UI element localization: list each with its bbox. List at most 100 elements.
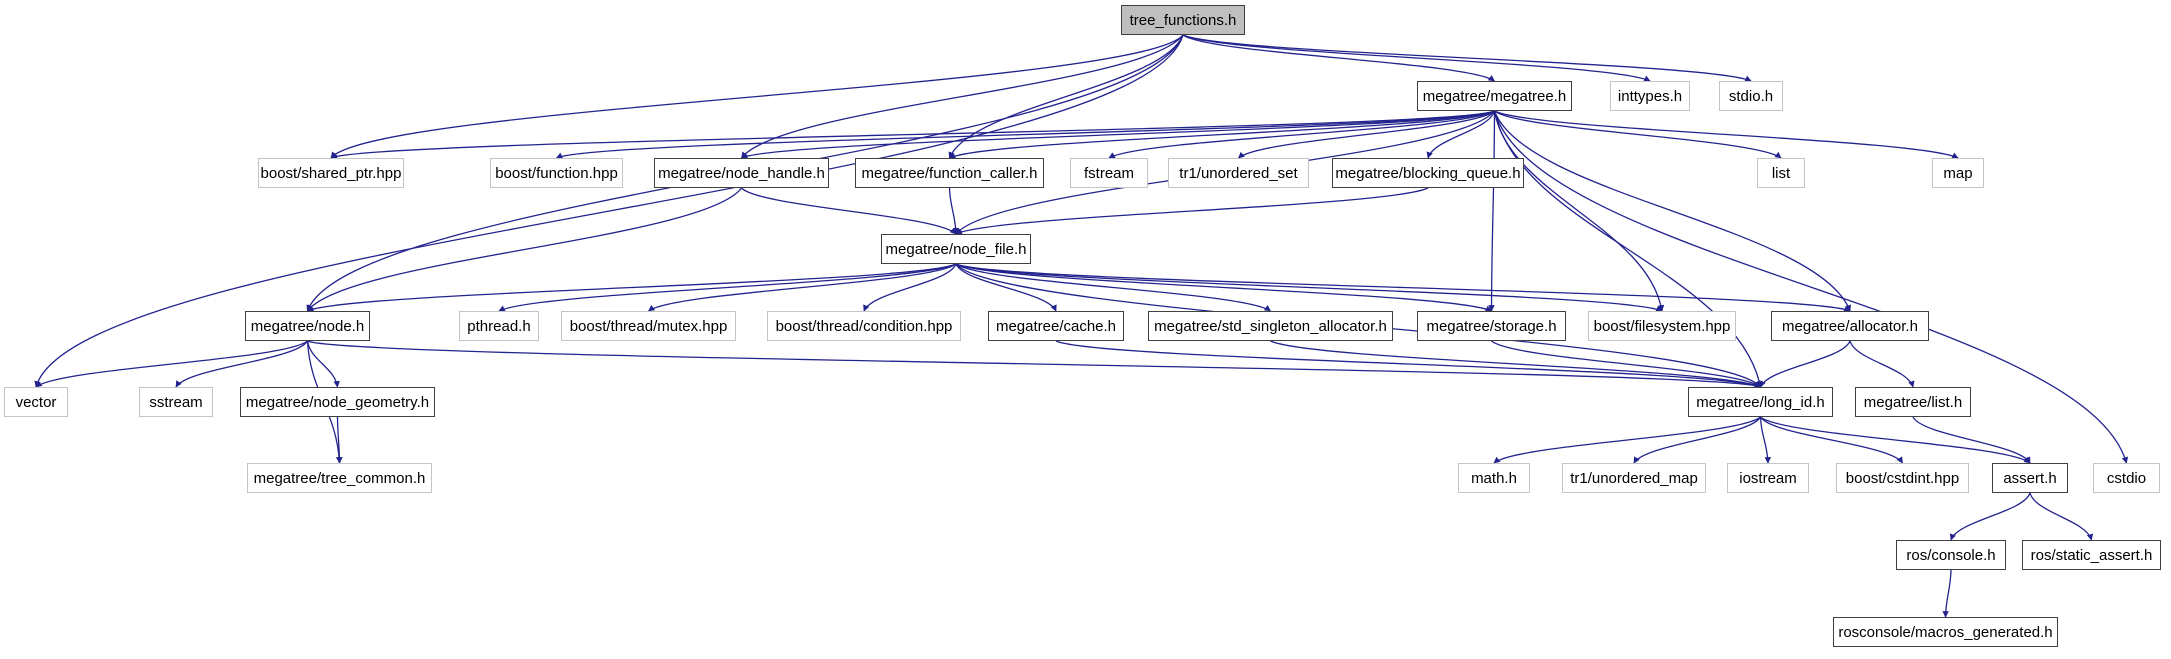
graph-node-label: boost/thread/mutex.hpp [569, 317, 728, 335]
graph-edge-assert-to-ros-static-assert [2029, 492, 2094, 541]
graph-edge-megatree-megatree-to-megatree-function-caller [948, 110, 1495, 159]
graph-edge-megatree-storage-to-megatree-long-id [1491, 340, 1762, 388]
graph-node-megatree-node-handle[interactable]: megatree/node_handle.h [654, 158, 829, 188]
graph-node-label: math.h [1471, 469, 1517, 487]
graph-node-rosconsole-macros[interactable]: rosconsole/macros_generated.h [1833, 617, 2058, 647]
graph-edge-megatree-node-file-to-megatree-node [306, 263, 957, 312]
graph-node-pthread[interactable]: pthread.h [459, 311, 539, 341]
graph-edge-megatree-node-geometry-to-megatree-tree-common [336, 416, 343, 464]
graph-node-tr1-unordered-map[interactable]: tr1/unordered_map [1562, 463, 1706, 493]
graph-node-megatree-storage[interactable]: megatree/storage.h [1417, 311, 1566, 341]
graph-node-boost-shared-ptr[interactable]: boost/shared_ptr.hpp [258, 158, 404, 188]
graph-edge-megatree-list-to-assert [1912, 416, 2031, 464]
graph-node-label: megatree/allocator.h [1782, 317, 1918, 335]
graph-edge-megatree-megatree-to-megatree-storage [1488, 110, 1496, 312]
graph-edge-megatree-long-id-to-iostream [1759, 416, 1772, 464]
graph-node-label: iostream [1739, 469, 1797, 487]
graph-edge-megatree-megatree-to-map [1494, 110, 1959, 159]
graph-edge-megatree-node-to-megatree-node-geometry [306, 340, 340, 388]
graph-node-math[interactable]: math.h [1458, 463, 1530, 493]
graph-node-megatree-node-file[interactable]: megatree/node_file.h [881, 234, 1031, 264]
graph-edge-assert-to-ros-console [1949, 492, 2031, 541]
graph-node-label: boost/thread/condition.hpp [775, 317, 953, 335]
graph-node-megatree-node-geometry[interactable]: megatree/node_geometry.h [240, 387, 435, 417]
graph-edge-megatree-cache-to-megatree-long-id [1055, 340, 1762, 388]
graph-node-megatree-blocking-queue[interactable]: megatree/blocking_queue.h [1332, 158, 1524, 188]
graph-node-label: megatree/long_id.h [1696, 393, 1825, 411]
graph-node-ros-console[interactable]: ros/console.h [1896, 540, 2006, 570]
graph-node-label: megatree/node_file.h [885, 240, 1027, 258]
graph-edge-megatree-node-handle-to-megatree-node-file [741, 187, 957, 235]
graph-node-label: megatree/function_caller.h [861, 164, 1038, 182]
graph-edge-megatree-node-file-to-megatree-storage [955, 263, 1493, 312]
graph-node-label: tr1/unordered_set [1179, 164, 1298, 182]
graph-node-label: megatree/list.h [1863, 393, 1963, 411]
graph-node-megatree-megatree[interactable]: megatree/megatree.h [1417, 81, 1572, 111]
graph-edge-megatree-megatree-to-boost-function [555, 110, 1495, 159]
graph-node-label: list [1771, 164, 1791, 182]
graph-node-boost-mutex[interactable]: boost/thread/mutex.hpp [561, 311, 736, 341]
graph-edge-tree-functions-to-inttypes [1182, 34, 1651, 82]
graph-node-stdio[interactable]: stdio.h [1719, 81, 1783, 111]
graph-node-label: ros/static_assert.h [2030, 546, 2153, 564]
graph-edge-megatree-node-file-to-boost-filesystem [955, 263, 1663, 312]
graph-node-sstream[interactable]: sstream [139, 387, 213, 417]
graph-node-iostream[interactable]: iostream [1727, 463, 1809, 493]
graph-node-vector[interactable]: vector [4, 387, 68, 417]
graph-node-megatree-std-singleton[interactable]: megatree/std_singleton_allocator.h [1148, 311, 1393, 341]
graph-node-label: tree_functions.h [1129, 11, 1237, 29]
graph-node-map[interactable]: map [1932, 158, 1984, 188]
graph-edge-megatree-allocator-to-megatree-list [1849, 340, 1915, 388]
graph-edge-megatree-megatree-to-boost-shared-ptr [330, 110, 1495, 159]
graph-node-boost-filesystem[interactable]: boost/filesystem.hpp [1588, 311, 1736, 341]
graph-node-boost-condition[interactable]: boost/thread/condition.hpp [767, 311, 961, 341]
graph-node-label: boost/cstdint.hpp [1845, 469, 1960, 487]
graph-edge-megatree-megatree-to-megatree-blocking-queue [1426, 110, 1496, 159]
graph-node-tr1-unordered-set[interactable]: tr1/unordered_set [1168, 158, 1309, 188]
graph-node-label: boost/filesystem.hpp [1593, 317, 1731, 335]
graph-node-megatree-cache[interactable]: megatree/cache.h [988, 311, 1124, 341]
graph-edge-megatree-megatree-to-list [1494, 110, 1782, 159]
graph-node-megatree-node[interactable]: megatree/node.h [245, 311, 370, 341]
graph-node-fstream[interactable]: fstream [1070, 158, 1148, 188]
graph-edge-megatree-node-file-to-pthread [498, 263, 957, 312]
graph-node-list[interactable]: list [1757, 158, 1805, 188]
graph-node-ros-static-assert[interactable]: ros/static_assert.h [2022, 540, 2161, 570]
graph-edge-megatree-megatree-to-tr1-unordered-set [1238, 110, 1495, 159]
graph-edge-ros-console-to-rosconsole-macros [1942, 569, 1952, 618]
graph-node-label: cstdio [2106, 469, 2147, 487]
graph-node-label: megatree/node_geometry.h [245, 393, 430, 411]
graph-node-label: stdio.h [1728, 87, 1774, 105]
graph-node-label: fstream [1083, 164, 1134, 182]
graph-node-label: sstream [149, 393, 203, 411]
graph-node-label: megatree/node_handle.h [658, 164, 825, 182]
graph-edge-tree-functions-to-megatree-megatree [1182, 34, 1496, 82]
graph-node-label: megatree/blocking_queue.h [1335, 164, 1521, 182]
graph-edge-megatree-node-to-megatree-long-id [307, 340, 1762, 388]
graph-edge-megatree-node-file-to-megatree-cache [955, 263, 1057, 312]
graph-node-label: assert.h [2003, 469, 2057, 487]
graph-node-tree-functions[interactable]: tree_functions.h [1121, 5, 1245, 35]
graph-edge-tree-functions-to-vector [34, 34, 1184, 388]
graph-node-assert[interactable]: assert.h [1992, 463, 2068, 493]
graph-edge-megatree-node-file-to-boost-mutex [647, 263, 957, 312]
graph-node-megatree-list[interactable]: megatree/list.h [1855, 387, 1971, 417]
graph-node-label: boost/function.hpp [495, 164, 618, 182]
graph-node-inttypes[interactable]: inttypes.h [1610, 81, 1690, 111]
graph-node-megatree-allocator[interactable]: megatree/allocator.h [1771, 311, 1929, 341]
graph-edge-megatree-node-file-to-megatree-std-singleton [955, 263, 1272, 312]
graph-edge-tree-functions-to-stdio [1182, 34, 1752, 82]
graph-node-megatree-function-caller[interactable]: megatree/function_caller.h [855, 158, 1044, 188]
graph-node-cstdio[interactable]: cstdio [2093, 463, 2160, 493]
graph-node-label: inttypes.h [1617, 87, 1683, 105]
graph-node-label: vector [15, 393, 57, 411]
graph-node-label: megatree/cache.h [995, 317, 1117, 335]
graph-node-label: map [1943, 164, 1973, 182]
graph-node-label: boost/shared_ptr.hpp [260, 164, 402, 182]
graph-node-megatree-long-id[interactable]: megatree/long_id.h [1688, 387, 1833, 417]
graph-node-boost-cstdint[interactable]: boost/cstdint.hpp [1836, 463, 1969, 493]
graph-node-megatree-tree-common[interactable]: megatree/tree_common.h [247, 463, 432, 493]
graph-node-label: ros/console.h [1906, 546, 1996, 564]
graph-node-boost-function[interactable]: boost/function.hpp [490, 158, 623, 188]
graph-node-label: rosconsole/macros_generated.h [1838, 623, 2053, 641]
